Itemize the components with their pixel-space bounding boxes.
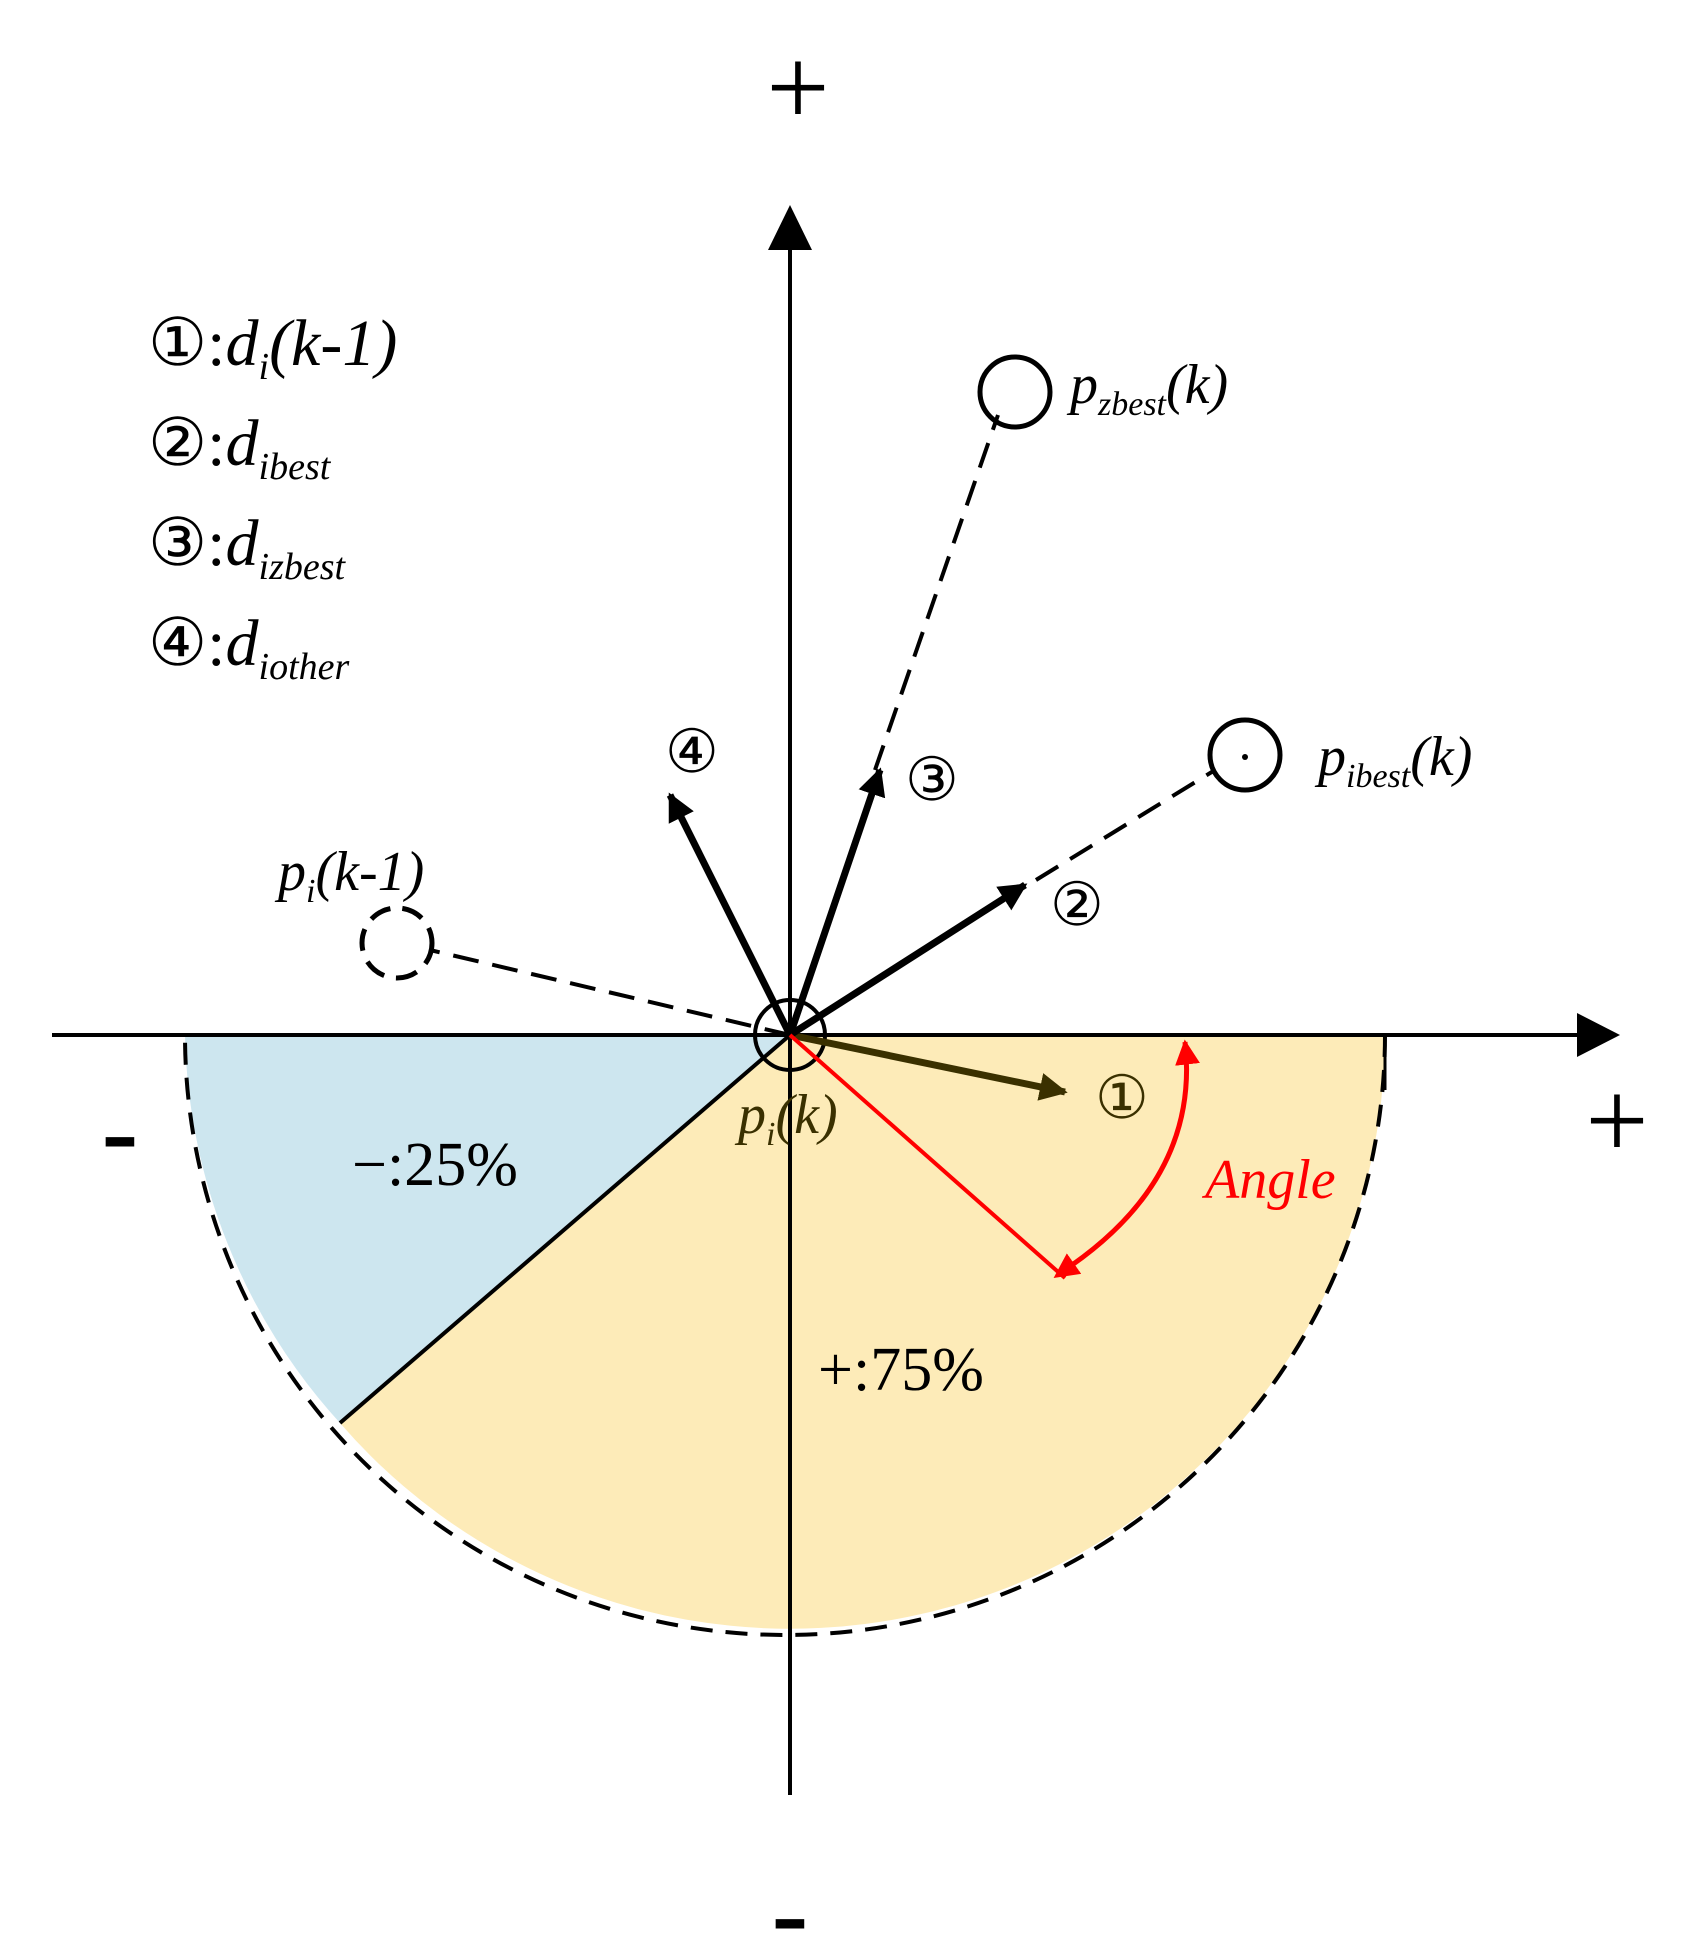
legend: ①:di(k-1) ②:dibest ③:dizbest ④:diother xyxy=(148,307,397,688)
legend-item-1: ①:di(k-1) xyxy=(148,307,397,388)
angle-arc xyxy=(1053,1039,1200,1278)
ibest-point-label: pibest(k) xyxy=(1314,726,1472,795)
vector-3-marker: ③ xyxy=(905,747,959,813)
vector-4-marker: ④ xyxy=(665,719,719,785)
legend-item-4: ④:diother xyxy=(148,607,349,688)
current-point-circle xyxy=(753,998,827,1072)
prev-point-label: pi(k-1) xyxy=(274,841,424,910)
negative-region-label: −:25% xyxy=(352,1131,518,1199)
y-axis-bottom-sign: - xyxy=(772,1852,809,1959)
vector-2-arrow xyxy=(788,882,1028,1038)
y-axis-arrowhead xyxy=(768,205,812,250)
zbest-point-label: pzbest(k) xyxy=(1066,354,1228,423)
x-axis-arrowhead xyxy=(1577,1013,1620,1057)
angle-label: Angle xyxy=(1201,1149,1336,1211)
region-divider xyxy=(338,1033,792,1425)
prev-point-circle xyxy=(359,905,435,981)
vector-3-arrow xyxy=(786,767,886,1037)
x-axis-left-sign: - xyxy=(102,1070,139,1192)
vector-1-marker: ① xyxy=(1095,1065,1149,1131)
prev-dashed-line xyxy=(429,948,791,1037)
vector-4-arrow xyxy=(666,792,794,1037)
semicircle-outline xyxy=(183,1034,1387,1637)
ibest-dashed-line xyxy=(1034,768,1217,882)
legend-item-2: ②:dibest xyxy=(148,407,332,488)
x-axis-right-sign: + xyxy=(1585,1059,1648,1183)
ibest-point-circle xyxy=(1207,717,1283,793)
y-axis-top-sign: + xyxy=(766,26,829,150)
ibest-point-dot xyxy=(1242,754,1248,760)
current-point-label: pi(k) xyxy=(734,1084,838,1153)
angle-reference-line xyxy=(788,1033,1067,1280)
zbest-dashed-line xyxy=(873,414,1000,771)
vector-1-arrow xyxy=(789,1031,1068,1101)
legend-item-3: ③:dizbest xyxy=(148,507,347,588)
zbest-point-circle xyxy=(977,354,1053,430)
negative-region xyxy=(185,1035,790,1423)
vector-2-marker: ② xyxy=(1050,872,1104,938)
positive-region-label: +:75% xyxy=(818,1336,984,1404)
